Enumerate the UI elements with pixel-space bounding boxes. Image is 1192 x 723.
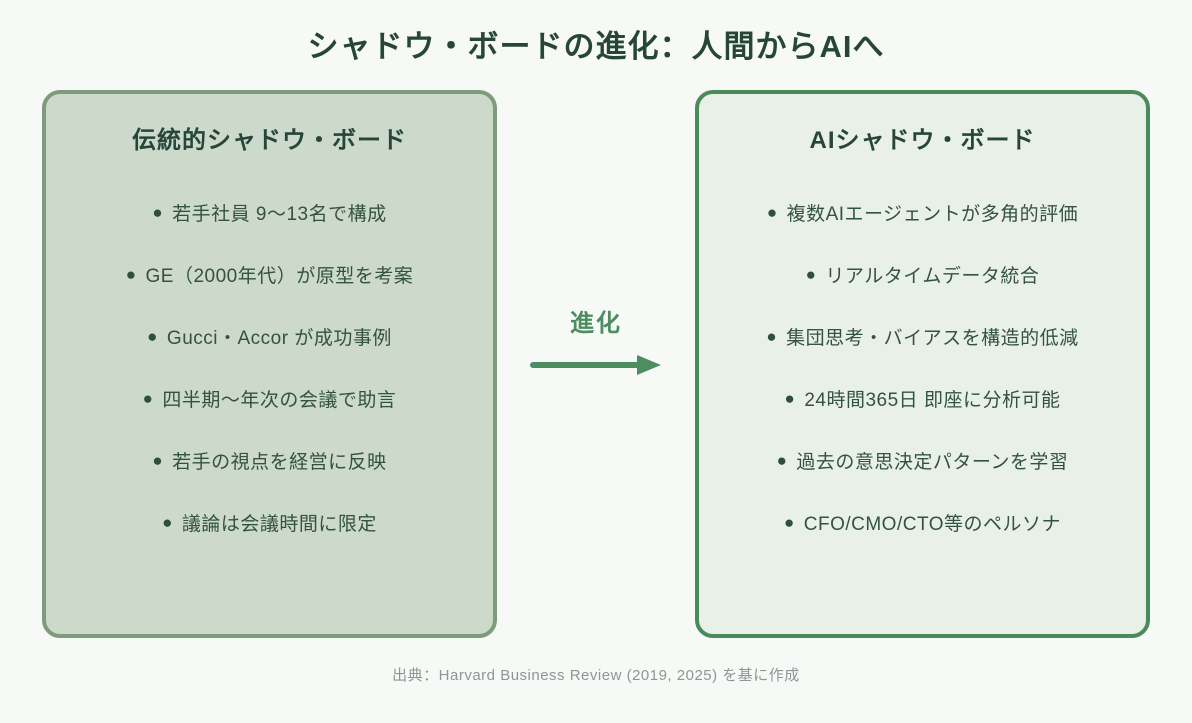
list-item: ● 複数AIエージェントが多角的評価 [699, 181, 1146, 243]
list-item-label: 24時間365日 即座に分析可能 [804, 389, 1061, 411]
traditional-panel-title: 伝統的シャドウ・ボード [132, 127, 407, 154]
list-item: ● GE（2000年代）が原型を考案 [46, 243, 493, 305]
list-item-label: リアルタイムデータ統合 [825, 265, 1040, 287]
list-item-label: GE（2000年代）が原型を考案 [145, 265, 414, 287]
bullet-icon: ● [766, 326, 778, 346]
bullet-icon: ● [766, 202, 778, 222]
bullet-icon: ● [805, 264, 817, 284]
bullet-icon: ● [784, 388, 796, 408]
list-item: ● 集団思考・バイアスを構造的低減 [699, 305, 1146, 367]
bullet-icon: ● [162, 512, 173, 532]
list-item: ● リアルタイムデータ統合 [699, 243, 1146, 305]
bullet-icon: ● [142, 388, 154, 408]
bullet-icon: ● [776, 450, 788, 470]
list-item-label: Gucci・Accor が成功事例 [166, 327, 392, 349]
list-item: ● 議論は会議時間に限定 [46, 491, 493, 553]
ai-shadow-board-panel: AIシャドウ・ボード ● 複数AIエージェントが多角的評価 ● リアルタイムデー… [695, 90, 1150, 638]
list-item-label: 議論は会議時間に限定 [181, 513, 377, 535]
list-item: ● Gucci・Accor が成功事例 [46, 305, 493, 367]
list-item-label: 若手の視点を経営に反映 [172, 451, 387, 473]
list-item-label: 若手社員 9〜13名で構成 [172, 203, 387, 225]
list-item: ● 若手の視点を経営に反映 [46, 429, 493, 491]
list-item-label: 複数AIエージェントが多角的評価 [786, 203, 1079, 225]
ai-panel-list: ● 複数AIエージェントが多角的評価 ● リアルタイムデータ統合 ● 集団思考・… [699, 181, 1146, 553]
list-item: ● CFO/CMO/CTO等のペルソナ [699, 491, 1146, 553]
bullet-icon: ● [125, 264, 137, 284]
arrow-head [637, 354, 661, 375]
list-item-label: CFO/CMO/CTO等のペルソナ [803, 513, 1062, 535]
list-item-label: 四半期〜年次の会議で助言 [162, 389, 397, 411]
traditional-panel-list: ● 若手社員 9〜13名で構成 ● GE（2000年代）が原型を考案 ● Guc… [46, 181, 493, 553]
bullet-icon: ● [152, 202, 164, 222]
source-caption: 出典：Harvard Business Review (2019, 2025) … [392, 667, 800, 684]
evolution-arrow-inner: 進化 [529, 303, 663, 376]
comparison-row: 伝統的シャドウ・ボード ● 若手社員 9〜13名で構成 ● GE（2000年代）… [0, 90, 1192, 638]
page-title: シャドウ・ボードの進化：人間からAIへ [307, 29, 885, 64]
list-item: ● 若手社員 9〜13名で構成 [46, 181, 493, 243]
right-arrow-icon [530, 354, 661, 375]
list-item: ● 四半期〜年次の会議で助言 [46, 367, 493, 429]
bullet-icon: ● [147, 326, 158, 346]
traditional-shadow-board-panel: 伝統的シャドウ・ボード ● 若手社員 9〜13名で構成 ● GE（2000年代）… [42, 90, 497, 638]
list-item-label: 集団思考・バイアスを構造的低減 [786, 327, 1079, 349]
list-item: ● 過去の意思決定パターンを学習 [699, 429, 1146, 491]
bullet-icon: ● [783, 512, 795, 532]
ai-panel-title: AIシャドウ・ボード [809, 127, 1036, 154]
evolution-arrow-group: 進化 [497, 90, 695, 638]
list-item: ● 24時間365日 即座に分析可能 [699, 367, 1146, 429]
bullet-icon: ● [152, 450, 164, 470]
list-item-label: 過去の意思決定パターンを学習 [796, 451, 1069, 473]
arrow-label: 進化 [570, 309, 622, 337]
